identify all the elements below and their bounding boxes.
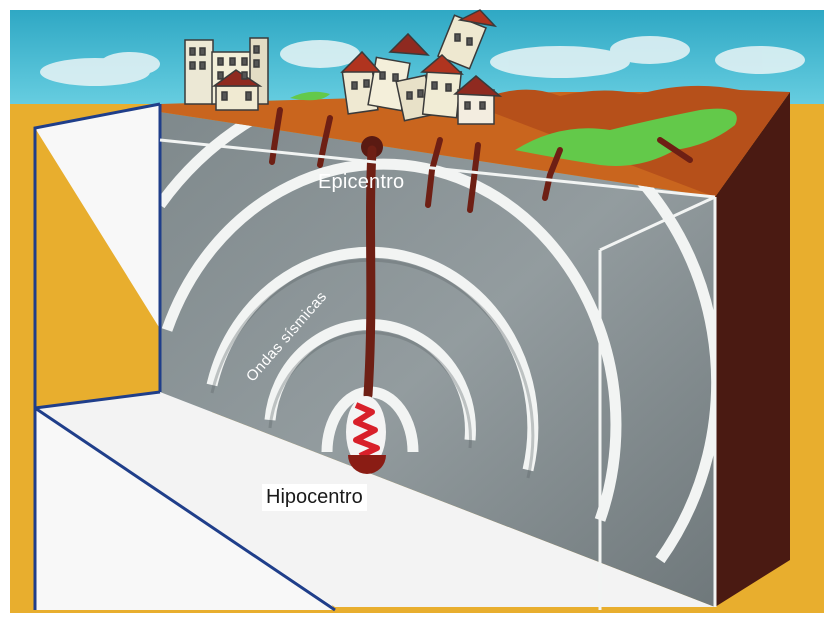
hypocenter-marker: [346, 396, 386, 474]
hypocenter-label: Hipocentro: [262, 484, 367, 511]
epicenter-label: Epicentro: [318, 171, 404, 194]
